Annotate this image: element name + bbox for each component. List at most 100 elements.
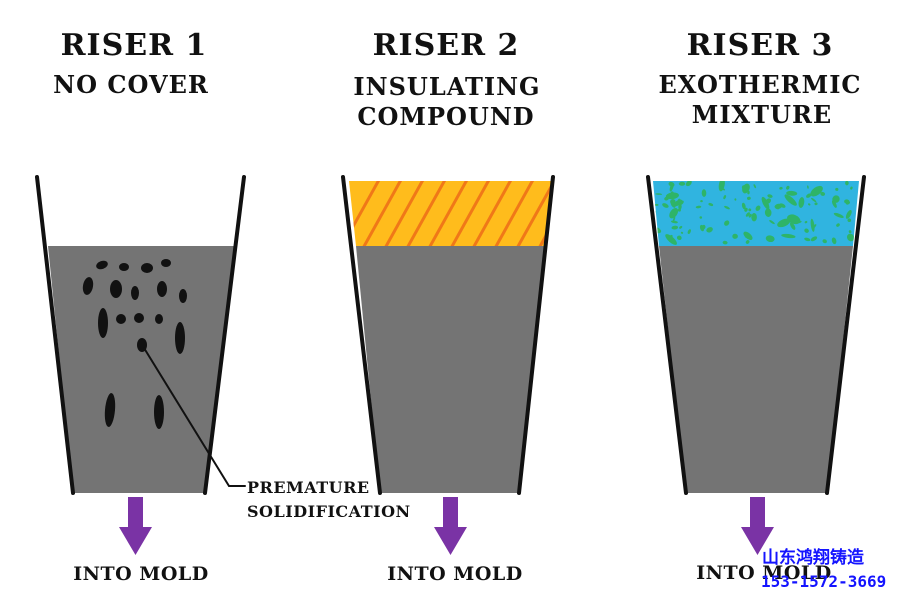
insulating-stripe [426, 181, 470, 246]
exothermic-spot [804, 220, 808, 224]
riser-3-outlet-arrow [741, 497, 774, 555]
solid-blob [161, 259, 171, 267]
exothermic-spot [831, 237, 837, 245]
exothermic-spot [820, 191, 826, 196]
exothermic-spot [664, 196, 669, 201]
exothermic-spot [708, 202, 714, 207]
exothermic-spot [722, 188, 725, 191]
exothermic-spot [811, 197, 817, 203]
exothermic-spot [845, 209, 852, 219]
exothermic-spot [743, 231, 753, 240]
riser-2-left-wall [341, 175, 382, 495]
exothermic-spot [850, 186, 853, 190]
exothermic-spot [654, 203, 659, 206]
riser-2-right-wall [517, 175, 555, 495]
insulating-stripe [404, 181, 448, 246]
exothermic-spot [745, 240, 750, 244]
solid-blob [141, 263, 153, 273]
premature-solidification-annotation: PREMATURE SOLIDIFICATION [143, 347, 411, 521]
insulating-stripe [448, 181, 492, 246]
exothermic-spot [751, 213, 757, 222]
exothermic-spot [836, 223, 840, 227]
premature-solidification-blobs [82, 259, 187, 429]
exothermic-spot [764, 208, 772, 217]
exothermic-spot [678, 203, 682, 210]
solid-blob [96, 260, 108, 270]
exothermic-spot [845, 181, 849, 186]
exothermic-spot [798, 197, 805, 208]
exothermic-spot [846, 233, 855, 242]
exothermic-spot [662, 203, 669, 208]
exothermic-spot [747, 196, 751, 200]
solid-blob [119, 263, 129, 271]
exothermic-spot [789, 222, 796, 230]
riser-1-right-wall [203, 175, 246, 495]
exothermic-spot [831, 200, 837, 208]
insulating-stripe [382, 181, 426, 246]
exothermic-spot [685, 181, 692, 187]
watermark-company: 山东鸿翔铸造 [762, 547, 865, 568]
exothermic-spot [676, 235, 682, 241]
riser-1: RISER 1 NO COVER IN [35, 28, 246, 585]
riser-3-exothermic-cover [653, 181, 859, 246]
exothermic-spot [847, 218, 852, 223]
exothermic-spot [724, 220, 730, 226]
exothermic-spot [844, 199, 850, 204]
exothermic-spot [806, 193, 812, 198]
exothermic-spot [734, 198, 737, 201]
annotation-line-2: SOLIDIFICATION [247, 502, 411, 521]
exothermic-spot [678, 181, 686, 186]
exothermic-spot [677, 198, 682, 206]
exothermic-spot [741, 202, 746, 210]
exothermic-spot [804, 228, 809, 233]
riser-2-subtitle-line-2: COMPOUND [357, 102, 534, 131]
exothermic-spot [745, 212, 751, 217]
riser-2-insulating-cover [349, 181, 551, 246]
exothermic-spot [753, 184, 757, 189]
exothermic-spot [718, 181, 725, 192]
exothermic-spot [777, 218, 791, 228]
exothermic-spot [670, 220, 678, 224]
exothermic-spot [699, 216, 703, 219]
exothermic-spot [807, 185, 809, 189]
exothermic-spot [695, 205, 702, 209]
exothermic-spot [724, 205, 730, 210]
solid-blob [157, 281, 167, 297]
riser-2-outlet-arrow [434, 497, 467, 555]
solid-blob [179, 289, 187, 303]
exothermic-spot [807, 203, 811, 206]
exothermic-spot [781, 233, 796, 239]
solid-blob [154, 395, 164, 429]
riser-1-subtitle-line-1: NO COVER [53, 70, 209, 99]
exothermic-spot [755, 205, 761, 211]
exothermic-spot [761, 196, 770, 210]
exothermic-spot [665, 192, 679, 200]
exothermic-spot [810, 236, 818, 242]
riser-1-into-mold-label: INTO MOLD [73, 563, 208, 585]
exothermic-spot [848, 230, 852, 234]
solid-blob [131, 286, 139, 300]
exothermic-spot [765, 198, 772, 204]
solid-blob [82, 277, 94, 295]
riser-1-outlet-arrow [119, 497, 152, 555]
solid-blob [110, 280, 122, 298]
exothermic-spot [701, 224, 706, 230]
annotation-leader-line [143, 347, 246, 487]
solid-blob [175, 322, 185, 354]
riser-3-left-wall [646, 175, 688, 495]
riser-3-molten-metal [659, 246, 853, 493]
exothermic-spot [835, 187, 839, 191]
exothermic-spot [833, 212, 844, 218]
exothermic-spot [779, 203, 786, 208]
riser-1-title: RISER 1 [61, 28, 208, 63]
riser-2: RISER 2 INSULATING COMPOUND INTO MOLD [341, 28, 555, 585]
riser-3-subtitle-line-1: EXOTHERMIC [658, 70, 861, 99]
exothermic-spot [732, 233, 738, 239]
exothermic-spot [669, 182, 674, 192]
exothermic-spot [767, 194, 773, 198]
riser-2-molten-metal [356, 246, 545, 493]
insulating-stripe [514, 181, 551, 246]
exothermic-spot [665, 234, 677, 245]
